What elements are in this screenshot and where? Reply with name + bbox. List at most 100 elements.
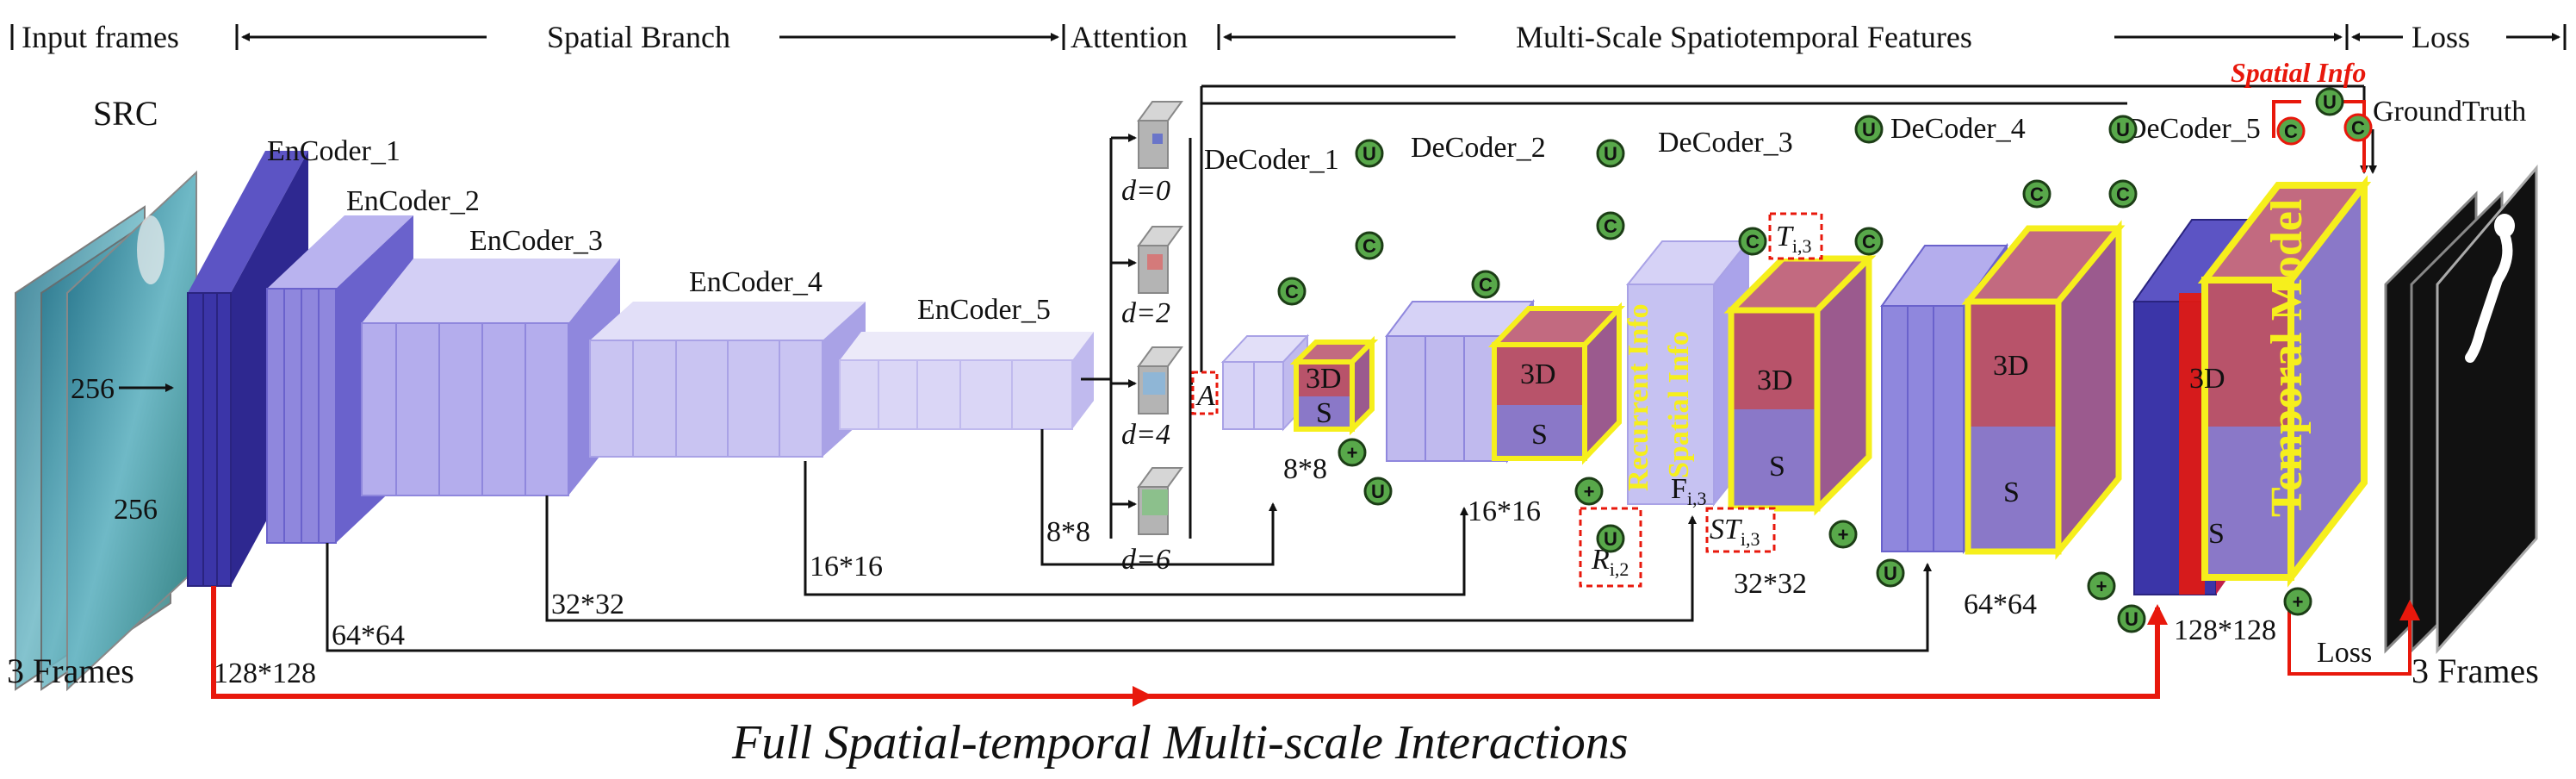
dilation-label-4: d=4	[1121, 419, 1170, 451]
dilation-block-4	[1137, 346, 1183, 414]
ground-truth-label: GroundTruth	[2373, 96, 2526, 128]
attention-dilations	[1081, 134, 1209, 539]
op-c-1: C	[1277, 277, 1307, 306]
decoder-5-label: DeCoder_5	[2126, 113, 2261, 145]
dilation-block-2	[1137, 226, 1183, 294]
svg-text:+: +	[1347, 442, 1358, 464]
svg-text:C: C	[1285, 281, 1299, 302]
st-i3-box	[1705, 507, 1776, 553]
dim-256-b: 256	[114, 494, 158, 526]
svg-text:+: +	[1584, 481, 1595, 502]
decoder-3-label: DeCoder_3	[1658, 127, 1793, 159]
left-three-frames: 3 Frames	[7, 651, 134, 690]
op-c-17: C	[2108, 179, 2138, 209]
op-c-7: C	[1596, 211, 1625, 240]
decoder-2-s-label: S	[1531, 419, 1548, 451]
temporal-model-label: Temporal Model	[2263, 199, 2312, 517]
scale-64: 64*64	[332, 620, 405, 651]
op-u-15: U	[2108, 115, 2138, 144]
op-u-10: U	[1854, 115, 1884, 144]
loss-loop	[2287, 599, 2420, 676]
decoder-5-3d-label: 3D	[2189, 363, 2225, 395]
spatial-info-lines	[2272, 100, 2366, 172]
caption: Full Spatial-temporal Multi-scale Intera…	[731, 716, 1629, 770]
svg-text:+: +	[2096, 576, 2107, 597]
spatial-info-label: Spatial Info	[2231, 57, 2366, 88]
scale-8-b: 8*8	[1283, 453, 1327, 485]
scale-16: 16*16	[810, 551, 883, 583]
op-c-21: C	[2276, 116, 2306, 146]
svg-text:C: C	[2351, 117, 2365, 139]
op-add-8: +	[1574, 477, 1604, 506]
svg-text:U: U	[1884, 563, 1897, 584]
svg-text:U: U	[1604, 528, 1617, 550]
f-i3-label: Fi,3	[1671, 473, 1707, 509]
svg-text:C: C	[2284, 121, 2298, 142]
scale-16-b: 16*16	[1468, 495, 1541, 527]
r-i2-label: Ri,2	[1591, 544, 1629, 580]
section-loss: Loss	[2412, 20, 2470, 54]
dilation-block-6	[1137, 467, 1183, 535]
scale-128: 128*128	[214, 657, 316, 689]
encoder-1-label: EnCoder_1	[267, 135, 400, 167]
spatial-info-vertical-label: Spatial Info	[1663, 331, 1695, 478]
op-u-0: U	[1355, 139, 1384, 168]
svg-text:U: U	[2323, 91, 2337, 113]
dilation-label-6: d=6	[1121, 544, 1170, 576]
svg-text:U: U	[1862, 119, 1876, 140]
decoder-1-3d-label: 3D	[1306, 363, 1342, 395]
t-i3-label: Ti,3	[1776, 221, 1812, 257]
op-u-14: U	[1876, 558, 1905, 588]
decoder-2-3d-label: 3D	[1520, 358, 1556, 390]
decoder-4-s-label: S	[2003, 477, 2020, 508]
encoder-5-label: EnCoder_5	[917, 294, 1051, 326]
op-add-13: +	[1828, 520, 1858, 549]
svg-text:+: +	[1838, 524, 1849, 545]
op-u-9: U	[1596, 524, 1625, 553]
svg-text:C: C	[1479, 274, 1493, 296]
svg-text:U: U	[1604, 143, 1617, 165]
full-interaction-arrow	[211, 586, 2168, 707]
st-i3-label: STi,3	[1710, 514, 1760, 550]
scale-64-b: 64*64	[1964, 589, 2037, 620]
scale-32: 32*32	[551, 589, 624, 620]
encoder-5	[839, 332, 1094, 430]
scale-32-b: 32*32	[1734, 568, 1807, 600]
decoder-4-3d-label: 3D	[1993, 350, 2029, 382]
encoder-3-label: EnCoder_3	[469, 225, 603, 257]
temporal-model-block	[2197, 175, 2372, 588]
svg-text:U: U	[1362, 143, 1376, 165]
dilation-block-0	[1137, 101, 1183, 169]
decoder-4-label: DeCoder_4	[1890, 113, 2026, 145]
attention-a-box	[1191, 371, 1219, 415]
dilation-label-0: d=0	[1121, 175, 1170, 207]
section-attention: Attention	[1071, 20, 1188, 54]
dilation-label-2: d=2	[1121, 297, 1170, 329]
section-multi-scale: Multi-Scale Spatiotemporal Features	[1516, 20, 1972, 54]
svg-text:+: +	[2293, 591, 2304, 613]
op-c-22: C	[2343, 113, 2373, 142]
encoder-3	[361, 259, 620, 496]
decoder-1-label: DeCoder_1	[1204, 144, 1339, 176]
recurrent-info-label: Recurrent Info	[1623, 304, 1654, 492]
decoder-4-3d-block	[1961, 220, 2126, 560]
decoder-3-3d-label: 3D	[1757, 365, 1793, 396]
decoder-2-3d-block	[1488, 302, 1625, 465]
svg-text:U: U	[1371, 481, 1385, 502]
op-u-4: U	[1363, 477, 1393, 506]
section-input-frames: Input frames	[22, 20, 179, 54]
svg-text:C: C	[1362, 235, 1376, 257]
scale-128-b: 128*128	[2174, 614, 2276, 646]
op-c-2: C	[1355, 231, 1384, 260]
encoder-4	[589, 302, 866, 458]
op-add-18: +	[2087, 571, 2116, 601]
encoder-2-label: EnCoder_2	[346, 185, 480, 217]
ground-truth-frames	[2384, 164, 2538, 654]
svg-text:U: U	[2116, 119, 2130, 140]
op-c-11: C	[1738, 227, 1767, 256]
skip-connections	[326, 429, 1932, 652]
op-c-12: C	[1854, 227, 1884, 256]
decoder-3-3d-block	[1723, 251, 1877, 516]
op-u-20: U	[2315, 87, 2344, 116]
decoder-1-3d-block	[1289, 335, 1379, 436]
